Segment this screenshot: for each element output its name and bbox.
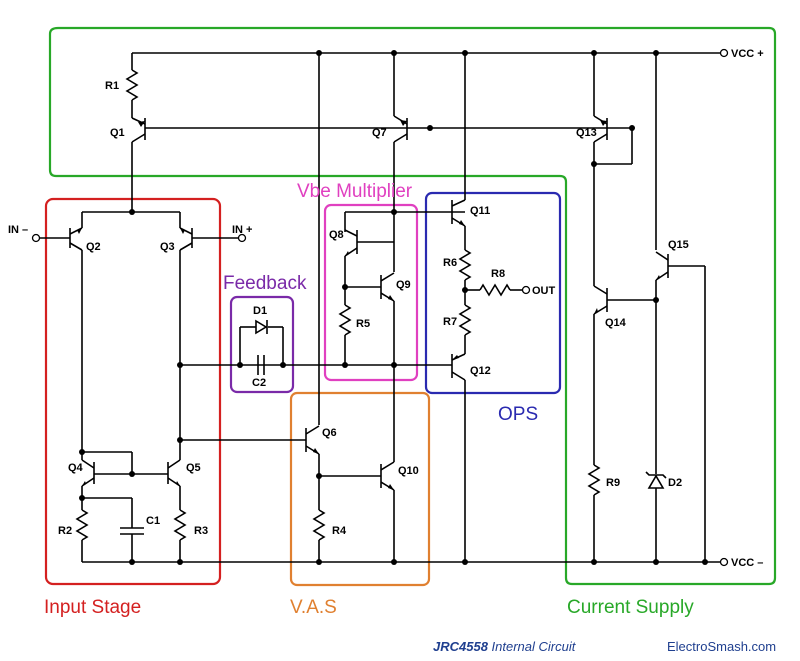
- block-title-feedback: Feedback: [223, 273, 307, 294]
- label-q6: Q6: [322, 427, 337, 439]
- label-r7: R7: [443, 316, 457, 328]
- ops-box: [424, 191, 562, 395]
- c2-capacitor: [257, 355, 265, 375]
- q10-transistor: [380, 461, 395, 491]
- label-in-plus: IN +: [232, 224, 252, 236]
- out-terminal: [521, 285, 531, 295]
- in-plus-terminal: [237, 233, 247, 243]
- label-r3: R3: [194, 525, 208, 537]
- label-r4: R4: [332, 525, 347, 537]
- label-vcc-plus: VCC +: [731, 48, 764, 60]
- r9-resistor: [587, 464, 601, 496]
- q14-transistor: [593, 285, 608, 315]
- label-c2: C2: [252, 377, 266, 389]
- block-title-current-supply: Current Supply: [567, 597, 694, 618]
- label-q2: Q2: [86, 241, 101, 253]
- c1-capacitor: [120, 527, 144, 535]
- q6-transistor: [305, 425, 320, 455]
- input-stage-box: [44, 197, 222, 586]
- block-title-vbe-multiplier: Vbe Multiplier: [297, 181, 413, 202]
- q9-transistor: [380, 272, 395, 302]
- r5-resistor: [338, 304, 352, 336]
- q11-transistor: [451, 199, 466, 227]
- label-q8: Q8: [329, 229, 344, 241]
- block-title-ops: OPS: [498, 404, 538, 425]
- footer-part-number: JRC4558: [433, 639, 489, 654]
- q2-transistor: [69, 227, 83, 251]
- r4-resistor: [312, 509, 326, 541]
- q12-transistor: [451, 353, 466, 381]
- label-vcc-minus: VCC –: [731, 557, 763, 569]
- q3-transistor: [179, 227, 193, 251]
- label-q7: Q7: [372, 127, 387, 139]
- q13-transistor: [593, 115, 608, 143]
- label-q3: Q3: [160, 241, 175, 253]
- r2-resistor: [75, 509, 89, 541]
- label-q12: Q12: [470, 365, 491, 377]
- vcc-plus-terminal: [719, 48, 729, 58]
- in-minus-terminal: [31, 233, 41, 243]
- q8-transistor: [344, 229, 358, 257]
- q15-transistor: [655, 251, 669, 281]
- label-q5: Q5: [186, 462, 201, 474]
- footer-caption: JRC4558 Internal Circuit: [433, 639, 577, 654]
- r7-resistor: [458, 304, 472, 336]
- label-q9: Q9: [396, 279, 411, 291]
- label-q11: Q11: [470, 205, 490, 217]
- label-r9: R9: [606, 477, 620, 489]
- r6-resistor: [458, 249, 472, 281]
- label-r6: R6: [443, 257, 457, 269]
- label-d2: D2: [668, 477, 682, 489]
- label-r5: R5: [356, 318, 370, 330]
- vbe-multiplier-box: [323, 203, 419, 382]
- q5-transistor: [167, 459, 181, 487]
- label-q15: Q15: [668, 239, 689, 251]
- label-q13: Q13: [576, 127, 597, 139]
- label-q14: Q14: [605, 317, 627, 329]
- q1-transistor: [131, 117, 146, 143]
- d2-zener-diode: [645, 471, 667, 489]
- label-out: OUT: [532, 285, 556, 297]
- footer-caption-rest: Internal Circuit: [488, 639, 577, 654]
- q4-transistor: [81, 459, 95, 487]
- label-q4: Q4: [68, 462, 84, 474]
- block-title-input-stage: Input Stage: [44, 597, 141, 618]
- label-q1: Q1: [110, 127, 125, 139]
- footer-brand: ElectroSmash.com: [667, 639, 776, 654]
- label-r8: R8: [491, 268, 505, 280]
- r1-resistor: [125, 69, 139, 101]
- label-r1: R1: [105, 80, 119, 92]
- label-c1: C1: [146, 515, 160, 527]
- current-supply-box: [48, 26, 777, 586]
- vas-box: [289, 391, 431, 587]
- d1-diode: [255, 319, 268, 335]
- vcc-minus-terminal: [719, 557, 729, 567]
- q7-transistor: [393, 115, 408, 143]
- label-in-minus: IN –: [8, 224, 28, 236]
- label-q10: Q10: [398, 465, 419, 477]
- label-d1: D1: [253, 305, 267, 317]
- block-title-vas: V.A.S: [290, 597, 337, 618]
- r8-resistor: [479, 283, 511, 297]
- label-r2: R2: [58, 525, 72, 537]
- r3-resistor: [173, 509, 187, 541]
- feedback-box: [229, 295, 295, 394]
